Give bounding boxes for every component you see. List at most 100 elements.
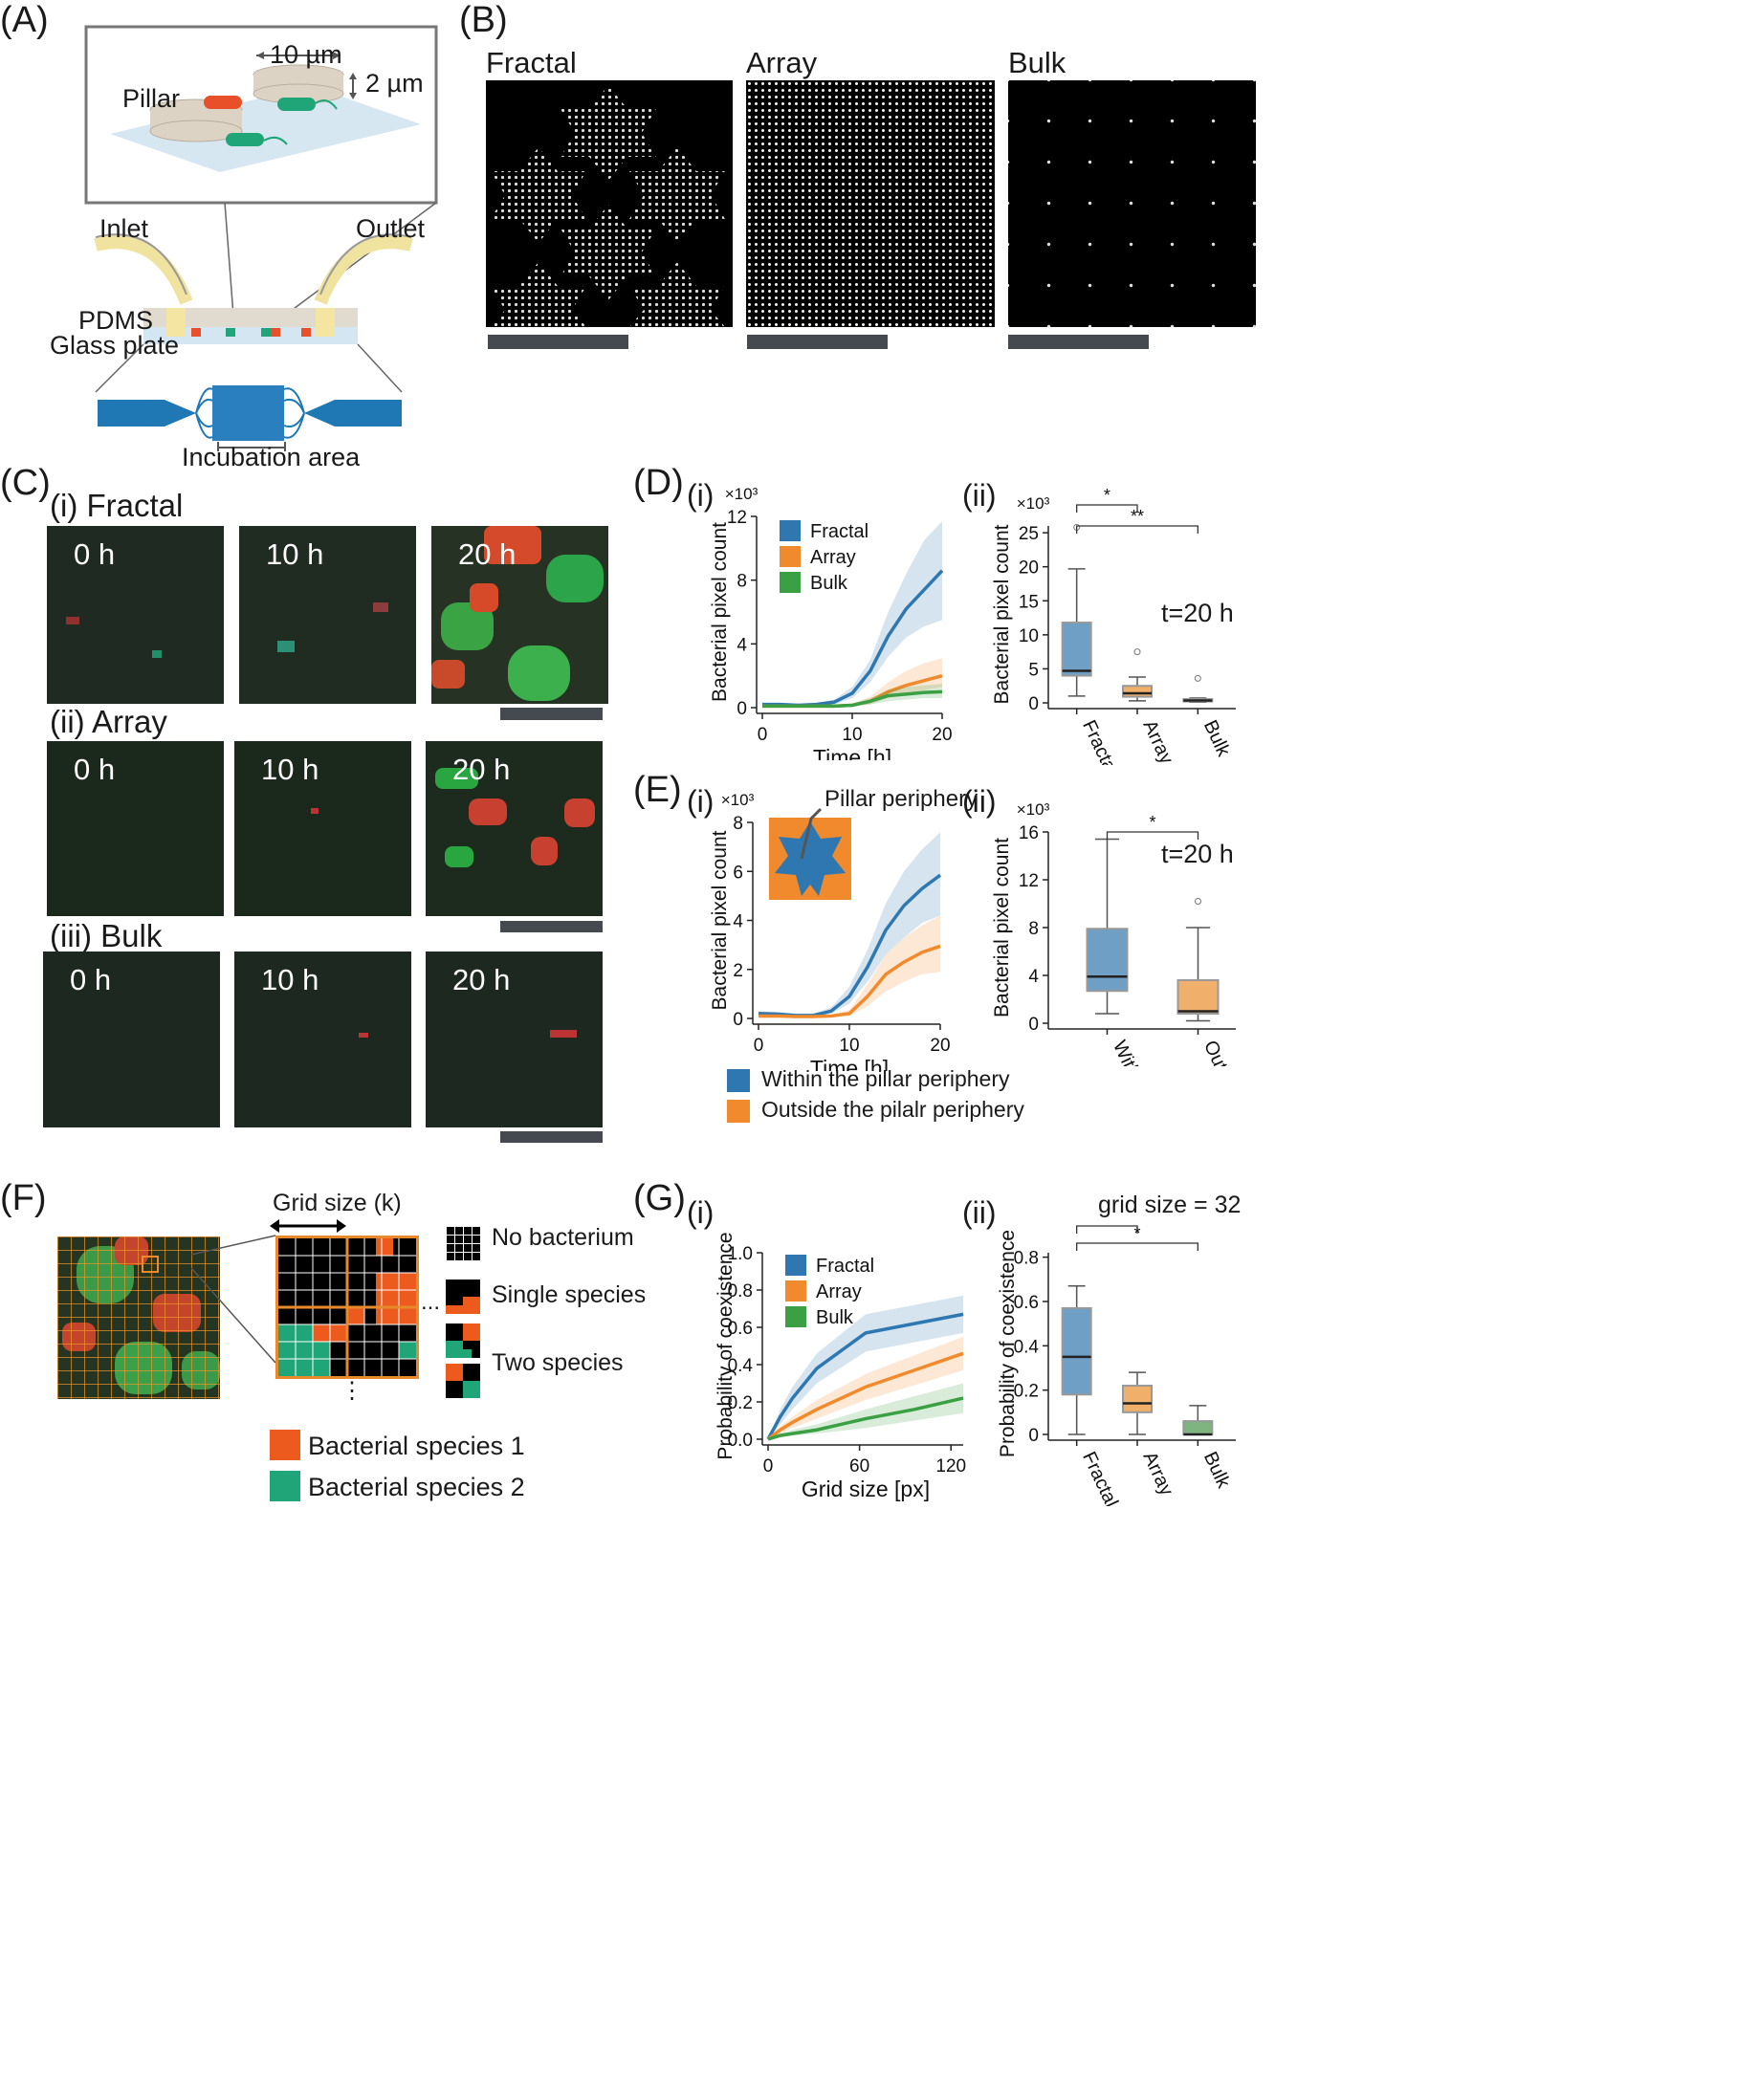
y-tick-label: 0 bbox=[737, 699, 747, 719]
panel-d-ii: (ii) bbox=[962, 478, 997, 513]
legend-label: Bulk bbox=[816, 1307, 854, 1328]
y-tick-label: 0.8 bbox=[728, 1281, 753, 1302]
outlier bbox=[1195, 898, 1201, 905]
time-label: 0 h bbox=[74, 537, 116, 571]
ellipsis-v: ⋮ bbox=[341, 1378, 363, 1404]
pattern-title-bulk: Bulk bbox=[1008, 46, 1066, 79]
y-multiplier: ×10³ bbox=[721, 791, 755, 809]
series-line bbox=[766, 1351, 964, 1441]
panel-e-ii: (ii) bbox=[962, 784, 997, 819]
confidence-band bbox=[759, 915, 940, 1017]
y-tick-label: 15 bbox=[1019, 592, 1039, 612]
x-tick-label: 0 bbox=[763, 1456, 774, 1477]
micrograph-array-0h: 0 h bbox=[47, 741, 224, 916]
outlet-label: Outlet bbox=[356, 214, 426, 243]
y-tick-label: 20 bbox=[1019, 558, 1039, 579]
panel-g-label: (G) bbox=[633, 1178, 686, 1218]
annotation-t20: t=20 h bbox=[1161, 840, 1234, 868]
y-axis-label: Probability of coexistence bbox=[715, 1232, 737, 1459]
pillar-periphery-inset bbox=[769, 818, 851, 900]
scale-bar bbox=[500, 708, 603, 720]
y-tick-label: 16 bbox=[1019, 823, 1039, 843]
pattern-title-array: Array bbox=[746, 46, 818, 79]
y-tick-label: 0.6 bbox=[1014, 1293, 1039, 1313]
fractal-pattern-image bbox=[486, 80, 733, 327]
inset-pointer bbox=[800, 807, 823, 860]
outlier bbox=[1133, 648, 1141, 656]
pillar-label: Pillar bbox=[122, 84, 181, 113]
y-tick-label: 0 bbox=[733, 1010, 743, 1030]
time-label: 10 h bbox=[261, 753, 319, 786]
grid-size-label: Grid size (k) bbox=[273, 1190, 402, 1216]
panel-d-label: (D) bbox=[633, 463, 684, 503]
box bbox=[1086, 928, 1129, 993]
x-tick-label: 60 bbox=[849, 1456, 869, 1477]
y-tick-label: 0 bbox=[1028, 694, 1039, 714]
legend-swatch-within bbox=[727, 1069, 750, 1092]
box bbox=[1061, 622, 1092, 677]
series-line bbox=[762, 689, 943, 709]
grid-zoom bbox=[275, 1236, 419, 1379]
time-label: 0 h bbox=[70, 963, 112, 996]
confidence-band bbox=[759, 832, 940, 1017]
x-axis-label: Time [h] bbox=[810, 1056, 889, 1071]
significance-bracket bbox=[1076, 1225, 1138, 1234]
row-title-array: (ii) Array bbox=[50, 704, 167, 739]
significance-marker: * bbox=[1133, 1224, 1140, 1243]
pdms-label: PDMS bbox=[78, 306, 154, 335]
x-tick-label: 120 bbox=[935, 1456, 966, 1477]
micrograph-fractal-10h: 10 h bbox=[239, 526, 416, 704]
legend-swatch bbox=[785, 1306, 806, 1327]
category-two-species: Two species bbox=[492, 1349, 624, 1376]
time-label: 10 h bbox=[261, 963, 319, 996]
outlier bbox=[1194, 674, 1201, 682]
device-schematic bbox=[84, 25, 438, 451]
no-bacterium-icon bbox=[446, 1226, 480, 1260]
panel-f-label: (F) bbox=[0, 1178, 47, 1218]
y-tick-label: 0.6 bbox=[728, 1319, 753, 1339]
category-single-species: Single species bbox=[492, 1281, 647, 1308]
x-axis-label: Time [h] bbox=[813, 745, 891, 760]
y-tick-label: 4 bbox=[1028, 967, 1039, 987]
time-label: 0 h bbox=[74, 753, 116, 786]
confidence-band bbox=[762, 684, 942, 708]
time-label: 20 h bbox=[458, 537, 517, 571]
grid-size-arrow bbox=[270, 1219, 346, 1233]
single-species-icon bbox=[446, 1280, 480, 1314]
y-axis-label: Bacterial pixel count bbox=[709, 830, 731, 1010]
significance-marker: * bbox=[1149, 813, 1155, 832]
bulk-pattern-image bbox=[1008, 80, 1256, 327]
significance-bracket bbox=[1076, 525, 1198, 534]
series-line bbox=[766, 1312, 964, 1440]
micrograph-fractal-20h: 20 h bbox=[431, 526, 608, 704]
confidence-band bbox=[762, 521, 942, 707]
pattern-title-fractal: Fractal bbox=[486, 46, 577, 79]
legend-within: Within the pillar periphery bbox=[761, 1066, 1010, 1091]
confidence-band bbox=[768, 1383, 963, 1439]
species2-label: Bacterial species 2 bbox=[308, 1473, 525, 1501]
two-species-icon bbox=[446, 1323, 480, 1358]
series-line bbox=[767, 1396, 964, 1441]
species1-swatch bbox=[270, 1430, 300, 1460]
y-tick-label: 0 bbox=[1028, 1426, 1039, 1446]
y-tick-label: 0.4 bbox=[1014, 1337, 1040, 1357]
box bbox=[1122, 685, 1153, 698]
inlet-label: Inlet bbox=[99, 214, 149, 243]
y-tick-label: 4 bbox=[733, 912, 743, 932]
panel-a-label: (A) bbox=[0, 0, 49, 40]
pillar-height-label: 2 µm bbox=[365, 69, 424, 98]
y-tick-label: 1.0 bbox=[728, 1244, 753, 1264]
y-tick-label: 10 bbox=[1019, 626, 1039, 646]
scale-bar bbox=[747, 335, 888, 349]
significance-marker: * bbox=[1104, 1219, 1110, 1226]
species1-label: Bacterial species 1 bbox=[308, 1432, 525, 1460]
y-tick-label: 4 bbox=[737, 635, 747, 655]
species2-swatch bbox=[270, 1471, 300, 1501]
y-tick-label: 0 bbox=[1028, 1015, 1039, 1035]
row-title-fractal: (i) Fractal bbox=[50, 488, 184, 523]
